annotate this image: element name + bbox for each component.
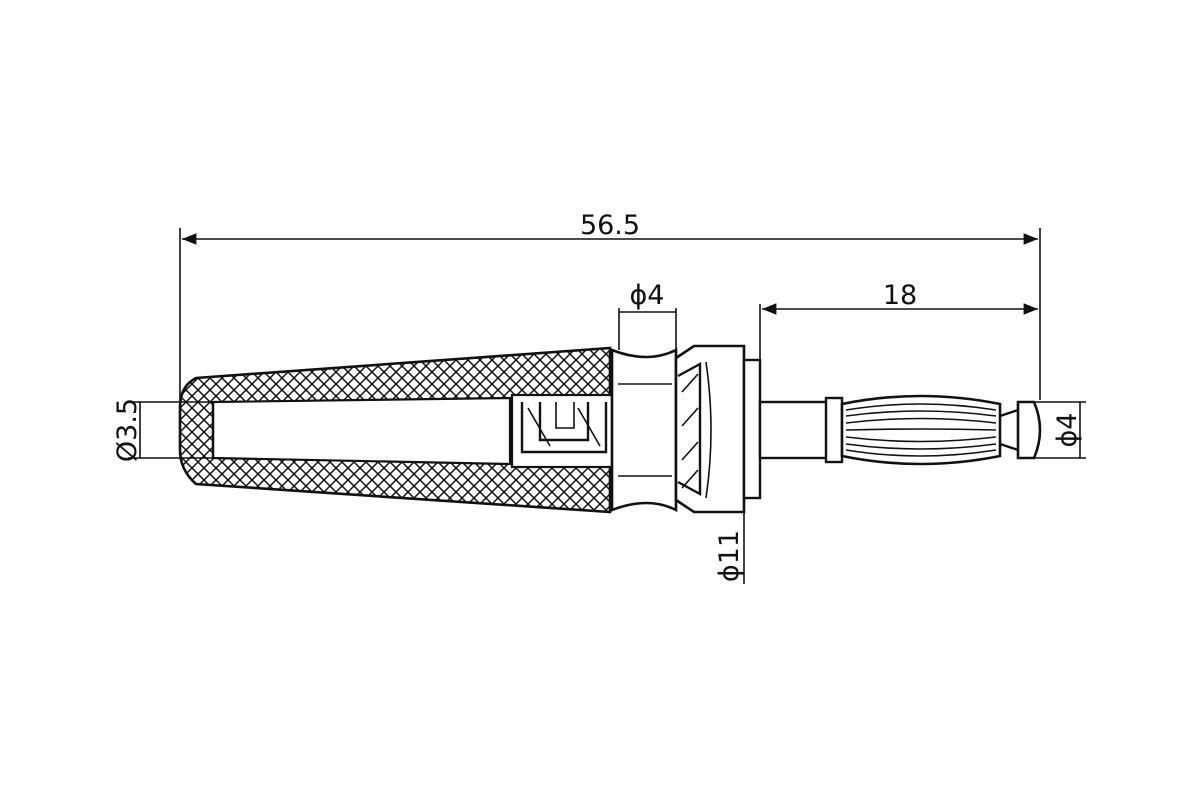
nut-hatch-4: [681, 469, 699, 489]
clamp-hatch-1: [527, 407, 551, 447]
pin-shoulder: [824, 396, 844, 464]
nut-hatch-2: [681, 407, 699, 427]
clamp-inner: [538, 402, 590, 442]
overall-length-label: 56.5: [580, 210, 640, 241]
spring-lamella-3: [845, 417, 997, 424]
pin-tip: [1016, 400, 1042, 460]
pin-diameter-label: ϕ4: [1052, 413, 1083, 448]
insulated-sleeve: [178, 346, 614, 514]
nut-chamfer: [677, 361, 702, 497]
spring-lamella-4: [845, 428, 997, 431]
pin-shaft: [758, 396, 844, 464]
nut-hatch-1: [681, 373, 699, 393]
spring-lamella-6: [845, 443, 997, 450]
clamp-housing: [510, 393, 614, 469]
tip-neck-top: [999, 408, 1019, 418]
pin-length-dimension: 18: [759, 280, 1038, 360]
collar-outline: [610, 347, 678, 513]
collar: ϕ4: [610, 280, 678, 513]
socket-diameter-dimension: Ø3.5: [112, 398, 213, 462]
pin-shank: [758, 400, 830, 460]
overall-length-dimension: 56.5: [179, 210, 1041, 402]
spring-lamella-5: [845, 436, 997, 443]
spring-lamella-2: [845, 410, 997, 417]
collar-diameter-label: ϕ4: [630, 280, 665, 311]
spring-lamella-1: [845, 403, 997, 411]
socket-diameter-label: Ø3.5: [112, 398, 143, 462]
nut-face-curve: [705, 361, 712, 499]
hex-nut: ϕ11: [674, 344, 762, 584]
washer: [742, 358, 762, 500]
flange-diameter-label: ϕ11: [714, 530, 745, 582]
clamp-core: [555, 402, 575, 429]
sleeve-bore: [211, 396, 512, 466]
pin-length-label: 18: [883, 280, 917, 311]
tip-neck-bottom: [999, 442, 1019, 452]
nut-hatch-3: [681, 441, 699, 461]
spring-contact: [840, 394, 1042, 466]
spring-lamella-7: [845, 449, 997, 457]
clamp-hatch-2: [577, 407, 601, 447]
clamp-outer: [520, 402, 608, 454]
pin-diameter-dimension: ϕ4: [1034, 401, 1086, 459]
